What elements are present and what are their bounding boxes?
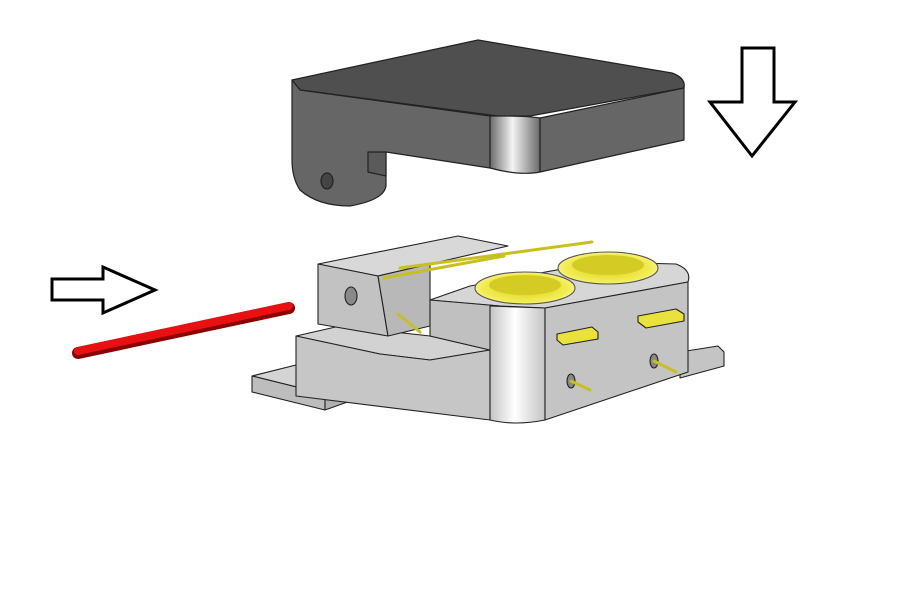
pin-left — [569, 379, 592, 392]
button-front-cap — [489, 275, 561, 295]
lid-hinge-hole — [320, 172, 334, 190]
pin-right — [652, 359, 678, 374]
wire-mid — [382, 254, 506, 280]
button-rear-cap — [572, 255, 644, 275]
lid-hinge-slot — [367, 151, 387, 177]
wires — [382, 240, 678, 392]
base-rounded-corner — [489, 305, 546, 424]
lid-right-face — [539, 87, 685, 173]
wire-lower — [396, 312, 422, 334]
lid-hinge-face — [291, 79, 491, 207]
wire-top — [398, 240, 594, 270]
red-rod-highlight — [74, 302, 293, 355]
terminal-right — [637, 308, 685, 329]
arrow-right-icon — [50, 264, 159, 316]
base — [251, 235, 725, 424]
terminal-left — [556, 326, 599, 346]
lid — [291, 39, 685, 207]
lid-rounded-corner — [489, 115, 541, 174]
arrow-down-icon — [706, 46, 799, 159]
base-block-hole — [344, 286, 358, 306]
